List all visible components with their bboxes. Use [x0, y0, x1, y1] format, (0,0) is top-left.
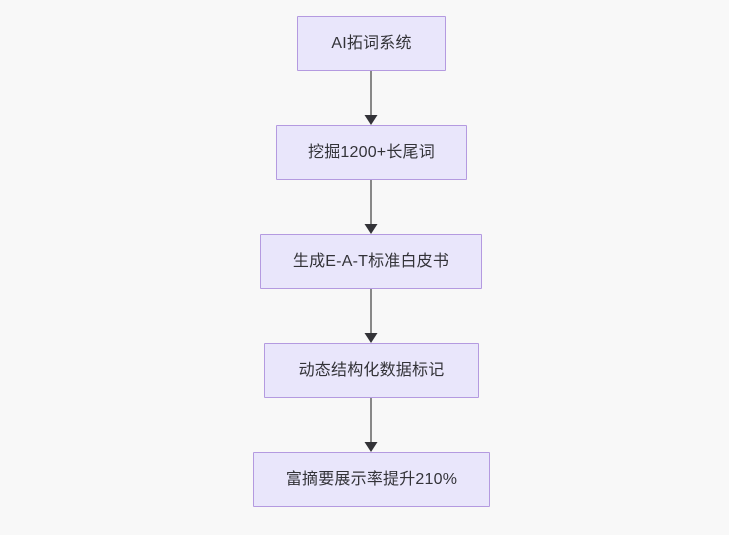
flow-edge [361, 398, 381, 452]
arrowhead-icon [364, 333, 378, 343]
flow-node-n3[interactable]: 生成E-A-T标准白皮书 [260, 234, 482, 289]
flow-node-n5[interactable]: 富摘要展示率提升210% [253, 452, 490, 507]
flow-node-label: 生成E-A-T标准白皮书 [292, 252, 450, 270]
flow-edge [361, 71, 381, 125]
flow-edge [361, 180, 381, 234]
arrowhead-icon [364, 115, 378, 125]
flow-node-label: 富摘要展示率提升210% [285, 470, 458, 488]
arrowhead-icon [364, 442, 378, 452]
arrowhead-icon [364, 224, 378, 234]
flow-node-n1[interactable]: AI拓词系统 [297, 16, 446, 71]
flow-node-label: 挖掘1200+长尾词 [308, 143, 435, 161]
flow-edge [361, 289, 381, 343]
flow-node-n2[interactable]: 挖掘1200+长尾词 [276, 125, 467, 180]
flow-node-label: AI拓词系统 [331, 34, 412, 52]
flow-node-label: 动态结构化数据标记 [298, 361, 445, 379]
flow-node-n4[interactable]: 动态结构化数据标记 [264, 343, 479, 398]
